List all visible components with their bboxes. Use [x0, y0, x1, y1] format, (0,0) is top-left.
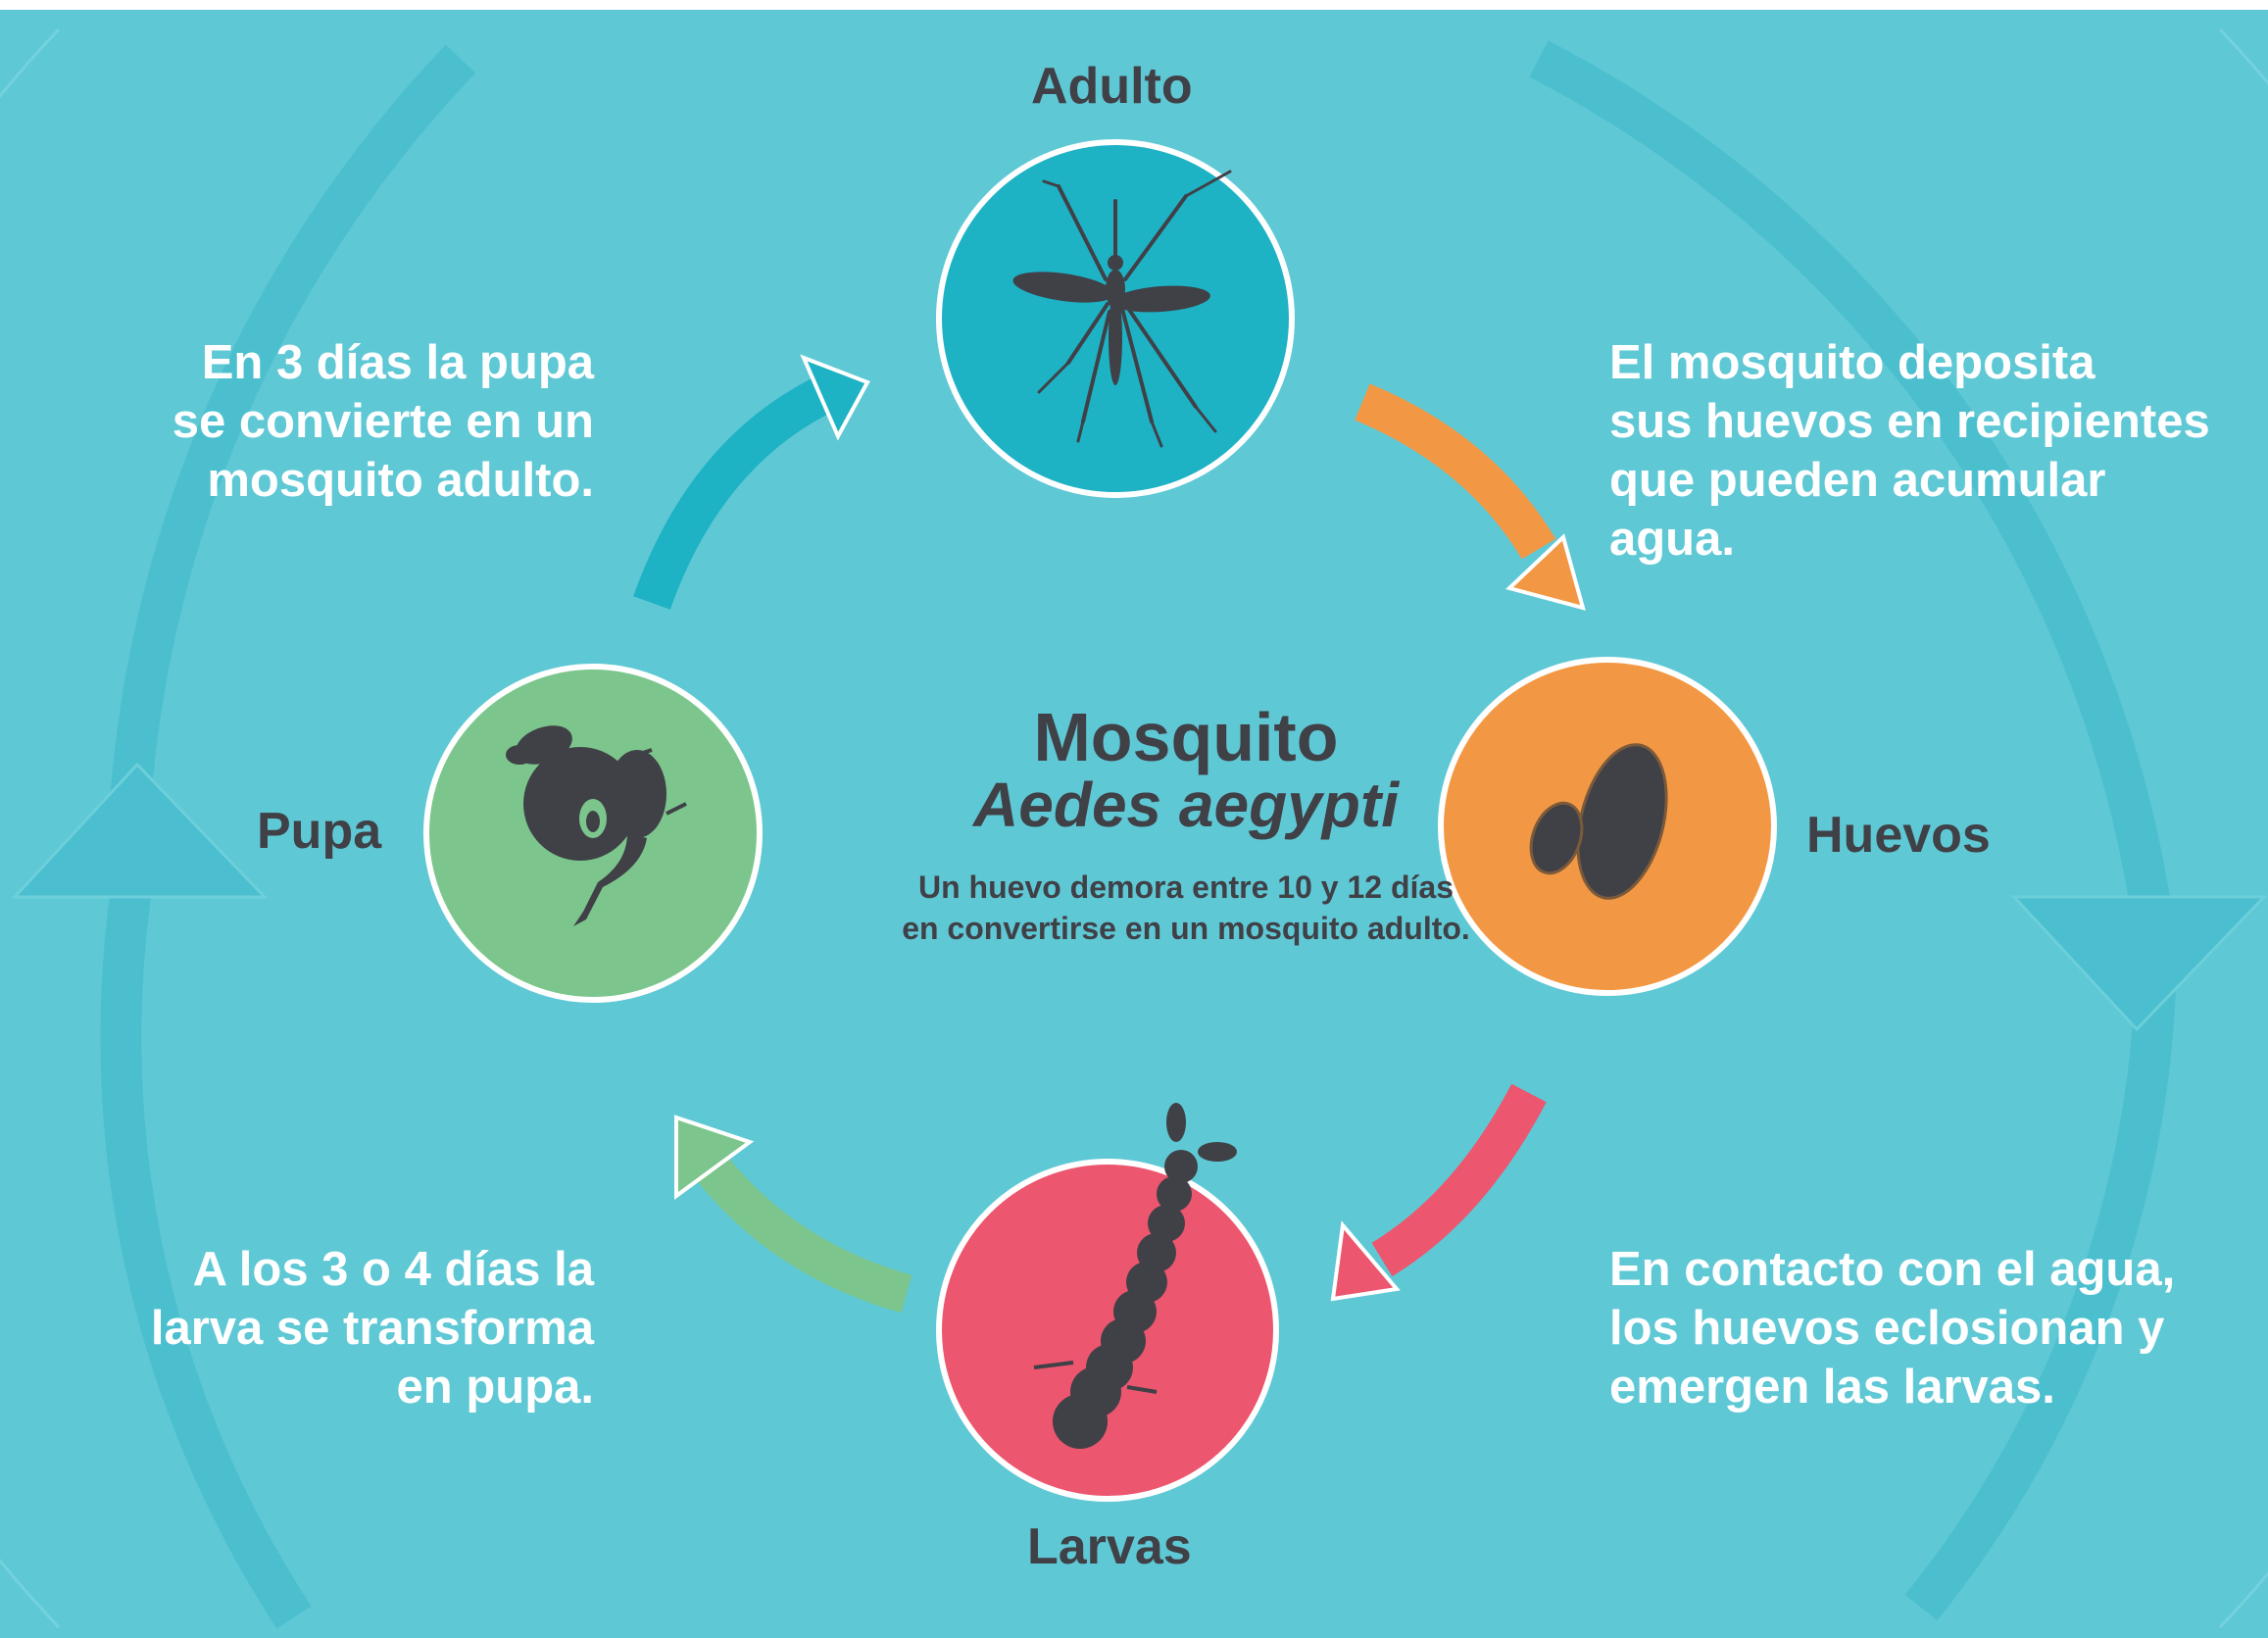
description-line: En contacto con el agua,: [1609, 1243, 2176, 1296]
description-line: emergen las larvas.: [1609, 1361, 2055, 1414]
description-line: larva se transforma: [150, 1302, 594, 1355]
description-larvae-to-pupa: A los 3 o 4 días la larva se transforma …: [98, 1240, 594, 1416]
arrow-larvae-to-pupa: [674, 1115, 912, 1314]
arrow-pupa-to-adult: [633, 354, 870, 610]
center-block: Mosquito Aedes aegypti Un huevo demora e…: [745, 698, 1627, 949]
description-pupa-to-adult: En 3 días la pupa se convierte en un mos…: [98, 333, 594, 510]
eggs-icon: [1529, 743, 1668, 900]
arrow-eggs-to-larvae: [1330, 1083, 1547, 1302]
pupa-icon: [506, 725, 687, 926]
description-line: en pupa.: [396, 1361, 594, 1414]
page-title: Mosquito: [1033, 699, 1339, 775]
description-line: El mosquito deposita: [1609, 336, 2095, 389]
description-line: los huevos eclosionan y: [1609, 1302, 2165, 1355]
description-line: A los 3 o 4 días la: [192, 1243, 594, 1296]
outer-cycle-ring: [100, 40, 2178, 1629]
center-note: Un huevo demora entre 10 y 12 días en co…: [745, 867, 1627, 949]
description-line: se convierte en un: [172, 395, 594, 448]
center-note-line: Un huevo demora entre 10 y 12 días: [918, 869, 1454, 905]
description-adult-to-eggs: El mosquito deposita sus huevos en recip…: [1609, 333, 2210, 569]
mosquito-icon: [1012, 170, 1232, 448]
description-line: agua.: [1609, 513, 1735, 566]
description-line: sus huevos en recipientes: [1609, 395, 2210, 448]
outer-arrowhead-left: [11, 762, 269, 899]
outer-arrowhead-right: [2010, 895, 2268, 1032]
label-adult: Adulto: [1031, 58, 1193, 115]
description-line: que pueden acumular: [1609, 454, 2106, 507]
label-pupa: Pupa: [257, 803, 382, 860]
description-eggs-to-larvae: En contacto con el agua, los huevos eclo…: [1609, 1240, 2175, 1416]
arrow-adult-to-eggs: [1355, 383, 1586, 611]
description-line: mosquito adulto.: [207, 454, 594, 507]
center-note-line: en convertirse en un mosquito adulto.: [902, 911, 1470, 946]
label-larvae: Larvas: [1027, 1518, 1192, 1575]
species-name: Aedes aegypti: [973, 769, 1399, 840]
label-eggs: Huevos: [1806, 807, 1991, 864]
description-line: En 3 días la pupa: [201, 336, 594, 389]
larva-icon: [1033, 1103, 1237, 1449]
